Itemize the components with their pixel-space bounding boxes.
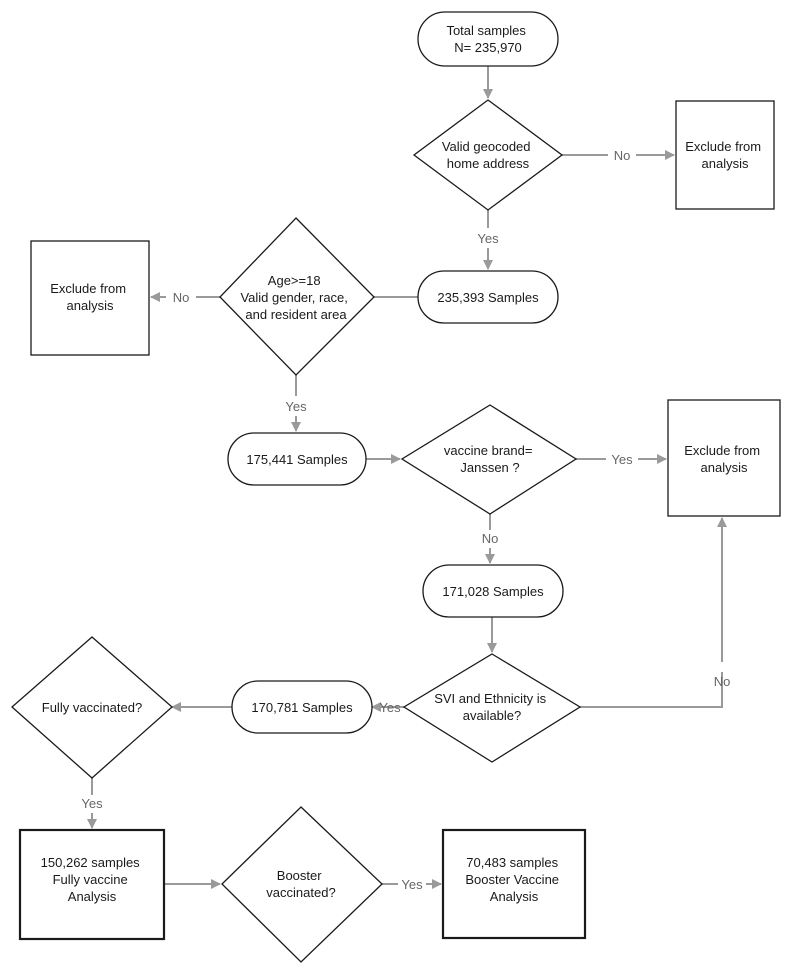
decision-vaccine-brand: vaccine brand= Janssen ? [400, 404, 578, 515]
booster-vaccine-analysis-text: 70,483 samples Booster Vaccine Analysis [465, 855, 562, 904]
decision-svi-ethnicity-text: SVI and Ethnicity is available? [434, 691, 550, 723]
node-175441-samples: 175,441 Samples [227, 432, 367, 486]
decision-geocoded-text: Valid geocoded home address [442, 139, 534, 171]
decision-booster-vaccinated: Booster vaccinated? [221, 806, 383, 963]
edge-label-svi-no: No [714, 674, 731, 689]
decision-svi-ethnicity: SVI and Ethnicity is available? [402, 653, 582, 763]
decision-booster-vaccinated-text: Booster vaccinated? [266, 868, 335, 900]
node-170781-samples-text: 170,781 Samples [251, 700, 353, 715]
arrow-svi-no-a [580, 672, 723, 708]
connectors [87, 66, 727, 889]
exclude-box-1-text: Exclude from analysis [685, 139, 765, 171]
decision-age-gender: Age>=18 Valid gender, race, and resident… [219, 217, 375, 376]
edge-label-age-yes: Yes [285, 399, 307, 414]
edge-labels: No Yes No Yes Yes No No Yes Yes Yes [81, 148, 730, 892]
node-171028-samples-text: 171,028 Samples [442, 584, 544, 599]
edge-label-booster-yes: Yes [401, 877, 423, 892]
decision-geocoded: Valid geocoded home address [412, 99, 564, 211]
node-235393-samples: 235,393 Samples [417, 270, 559, 324]
node-175441-samples-text: 175,441 Samples [246, 452, 348, 467]
booster-vaccine-analysis: 70,483 samples Booster Vaccine Analysis [441, 828, 587, 940]
exclude-box-2-text: Exclude from analysis [50, 281, 130, 313]
edge-label-brand-no: No [482, 531, 499, 546]
exclude-box-3: Exclude from analysis [667, 399, 781, 517]
edge-label-geo-no: No [614, 148, 631, 163]
node-total-samples-text: Total samples N= 235,970 [446, 23, 529, 55]
node-171028-samples: 171,028 Samples [422, 564, 564, 618]
fully-vaccine-analysis-text: 150,262 samples Fully vaccine Analysis [41, 855, 144, 904]
edge-label-fully-yes: Yes [81, 796, 103, 811]
decision-fully-vaccinated: Fully vaccinated? [11, 636, 173, 779]
node-total-samples: Total samples N= 235,970 [417, 11, 559, 67]
node-170781-samples: 170,781 Samples [231, 680, 373, 734]
exclude-box-1: Exclude from analysis [675, 100, 775, 210]
decision-age-gender-text: Age>=18 Valid gender, race, and resident… [240, 273, 351, 322]
exclude-box-3-text: Exclude from analysis [684, 443, 764, 475]
edge-label-brand-yes: Yes [611, 452, 633, 467]
fully-vaccine-analysis: 150,262 samples Fully vaccine Analysis [18, 828, 166, 941]
edge-label-geo-yes: Yes [477, 231, 499, 246]
decision-fully-vaccinated-text: Fully vaccinated? [42, 700, 142, 715]
edge-label-svi-yes: Yes [379, 700, 401, 715]
decision-vaccine-brand-text: vaccine brand= Janssen ? [444, 443, 536, 475]
edge-label-age-no: No [173, 290, 190, 305]
node-235393-samples-text: 235,393 Samples [437, 290, 539, 305]
exclude-box-2: Exclude from analysis [30, 240, 150, 356]
